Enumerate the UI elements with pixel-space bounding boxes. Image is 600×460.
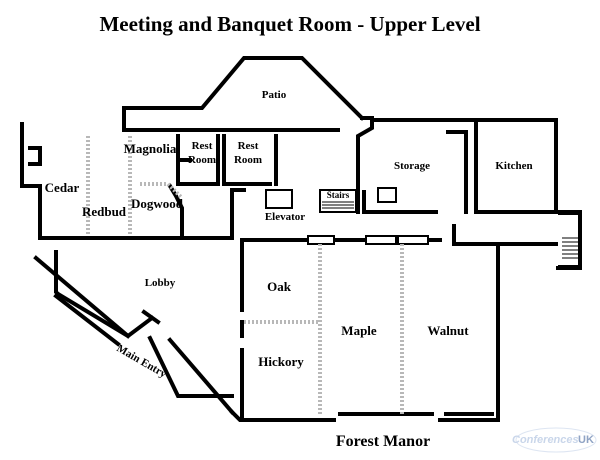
room-oak: Oak: [267, 279, 292, 294]
watermark-logo: Conferences UK: [512, 427, 597, 453]
exterior-stairs-icon: [558, 213, 581, 267]
room-storage: Storage: [394, 160, 430, 172]
room-redbud: Redbud: [82, 204, 127, 219]
room-lobby: Lobby: [145, 277, 176, 289]
watermark-text: Conferences: [512, 434, 579, 446]
room-patio: Patio: [262, 89, 287, 101]
room-dogwood: Dogwood: [131, 196, 184, 211]
room-rest-room-1-line2: Room: [188, 154, 216, 166]
room-rest-room-2-line2: Room: [234, 154, 262, 166]
room-rest-room-1-line1: Rest: [192, 140, 213, 152]
room-magnolia: Magnolia: [124, 141, 177, 156]
movable-partitions: [86, 136, 404, 414]
room-stairs: Stairs: [327, 190, 350, 200]
door-openings: [307, 235, 429, 245]
elevator-shaft: [265, 189, 293, 209]
watermark-suffix: UK: [578, 434, 594, 446]
building-name: Forest Manor: [336, 433, 430, 450]
room-hickory: Hickory: [258, 354, 304, 369]
room-kitchen: Kitchen: [495, 160, 532, 172]
room-cedar: Cedar: [45, 180, 80, 195]
room-elevator: Elevator: [265, 211, 305, 223]
exterior-walls: [20, 56, 582, 422]
plan-title: Meeting and Banquet Room - Upper Level: [99, 12, 480, 36]
interior-walls: [141, 120, 558, 422]
room-walnut: Walnut: [427, 323, 469, 338]
room-rest-room-2-line1: Rest: [238, 140, 259, 152]
room-maple: Maple: [341, 323, 377, 338]
storage-fixture: [377, 187, 397, 203]
stairs-icon: [319, 189, 357, 213]
